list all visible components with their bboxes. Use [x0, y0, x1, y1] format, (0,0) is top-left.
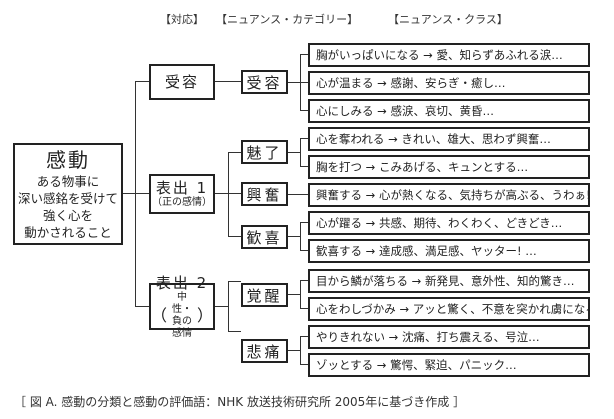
category-label: 悲痛 [246, 342, 283, 361]
class-node: 胸がいっぱいになる → 愛、知らずあふれる涙… [308, 43, 590, 67]
category-node: 悲痛 [241, 339, 288, 363]
correspondence-subtitle-group: （ 中性・ 負の感情 ） [151, 292, 213, 340]
class-text: 目から鱗が落ちる → 新発見、意外性、知的驚き… [316, 274, 575, 288]
connector-line [288, 294, 300, 295]
connector-line [300, 308, 308, 309]
correspondence-subtitle-line: 負の感情 [172, 315, 192, 339]
connector-line [288, 194, 308, 195]
class-text: 胸を打つ → こみあげる、キュンとする… [316, 160, 529, 174]
class-node: やりきれない → 沈痛、打ち震える、号泣… [308, 325, 590, 349]
connector-line [300, 222, 308, 223]
connector-line [300, 250, 308, 251]
connector-line [300, 280, 308, 281]
connector-line [288, 350, 300, 351]
connector-line [228, 281, 241, 282]
root-description-line: 動かされること [24, 225, 112, 240]
connector-line [300, 110, 308, 111]
correspondence-title: 受容 [164, 73, 199, 91]
class-node: 興奮する → 心が熱くなる、気持ちが高ぶる、うわぁ! [308, 183, 590, 207]
connector-line [288, 152, 300, 153]
class-text: ゾッとする → 驚愕、緊迫、パニック… [316, 358, 517, 372]
connector-line [123, 193, 136, 194]
class-text: 心をわしづかみ → アッと驚く、不意を突かれ虜になる [316, 302, 590, 316]
category-label: 魅了 [246, 143, 283, 162]
class-text: 心が温まる → 感謝、安らぎ・癒し… [316, 76, 506, 90]
connector-line [288, 82, 300, 83]
connector-line [135, 193, 149, 194]
connector-line [215, 306, 228, 307]
category-node: 魅了 [241, 140, 288, 164]
connector-line [135, 81, 149, 82]
header-category: 【ニュアンス・カテゴリー】 [216, 13, 359, 26]
class-node: 心を奪われる → きれい、雄大、思わず興奮… [308, 127, 590, 151]
connector-line [228, 236, 241, 237]
paren-open: （ [151, 305, 168, 325]
connector-line [215, 81, 241, 82]
connector-line [300, 364, 308, 365]
category-label: 興奮 [246, 185, 283, 204]
connector-line [300, 138, 308, 139]
class-node: ゾッとする → 驚愕、緊迫、パニック… [308, 353, 590, 377]
connector-line [300, 280, 301, 309]
category-label: 覚醒 [246, 286, 283, 305]
category-label: 受容 [246, 73, 283, 92]
class-text: 歓喜する → 達成感、満足感、ヤッター! … [316, 244, 537, 258]
class-text: 興奮する → 心が熱くなる、気持ちが高ぶる、うわぁ! [316, 188, 590, 202]
connector-line [135, 81, 136, 307]
class-text: 心が躍る → 共感、期待、わくわく、どきどき… [316, 216, 563, 230]
category-node: 歓喜 [241, 225, 288, 249]
connector-line [135, 306, 149, 307]
class-node: 胸を打つ → こみあげる、キュンとする… [308, 155, 590, 179]
class-node: 心にしみる → 感涙、哀切、黄昏… [308, 99, 590, 123]
category-node: 覚醒 [241, 283, 288, 307]
connector-line [300, 82, 308, 83]
connector-line [228, 331, 241, 332]
header-class: 【ニュアンス・クラス】 [388, 13, 508, 26]
category-node: 興奮 [241, 182, 288, 206]
connector-line [228, 152, 241, 153]
class-node: 心をわしづかみ → アッと驚く、不意を突かれ虜になる [308, 297, 590, 321]
figure-caption: ［ 図 A. 感動の分類と感動の評価語：NHK 放送技術研究所 2005年に基づ… [14, 395, 466, 409]
root-node-kando: 感動 ある物事に 深い感銘を受けて 強く心を 動かされること [13, 143, 123, 245]
class-node: 心が温まる → 感謝、安らぎ・癒し… [308, 71, 590, 95]
root-description-line: ある物事に [36, 174, 100, 189]
correspondence-subtitle-line: 中性・ [172, 291, 192, 315]
category-node: 受容 [241, 70, 288, 94]
correspondence-title: 表出 2 [155, 273, 209, 292]
correspondence-node-acceptance: 受容 [149, 64, 215, 100]
root-description-line: 深い感銘を受けて [17, 191, 118, 206]
class-text: 心にしみる → 感涙、哀切、黄昏… [316, 104, 494, 118]
class-node: 目から鱗が落ちる → 新発見、意外性、知的驚き… [308, 269, 590, 293]
root-title: 感動 [46, 148, 90, 172]
correspondence-title: 表出 1 [155, 179, 209, 197]
class-node: 歓喜する → 達成感、満足感、ヤッター! … [308, 239, 590, 263]
header-correspondence: 【対応】 [160, 13, 204, 26]
connector-line [228, 281, 229, 332]
correspondence-node-expression-1: 表出 1 （正の感情） [149, 174, 215, 214]
connector-line [215, 193, 228, 194]
connector-line [300, 166, 308, 167]
connector-line [228, 152, 229, 236]
root-description-line: 強く心を [42, 208, 93, 223]
correspondence-node-expression-2: 表出 2 （ 中性・ 負の感情 ） [149, 274, 215, 339]
paren-close: ） [196, 305, 213, 325]
connector-line [300, 54, 308, 55]
connector-line [300, 336, 308, 337]
connector-line [288, 236, 300, 237]
class-text: 心を奪われる → きれい、雄大、思わず興奮… [316, 132, 551, 146]
category-label: 歓喜 [246, 228, 283, 247]
connector-line [300, 138, 301, 167]
correspondence-subtitle: （正の感情） [152, 197, 212, 208]
class-text: 胸がいっぱいになる → 愛、知らずあふれる涙… [316, 48, 563, 62]
connector-line [228, 193, 241, 194]
connector-line [300, 336, 301, 365]
connector-line [300, 222, 301, 251]
class-text: やりきれない → 沈痛、打ち震える、号泣… [316, 330, 540, 344]
class-node: 心が躍る → 共感、期待、わくわく、どきどき… [308, 211, 590, 235]
